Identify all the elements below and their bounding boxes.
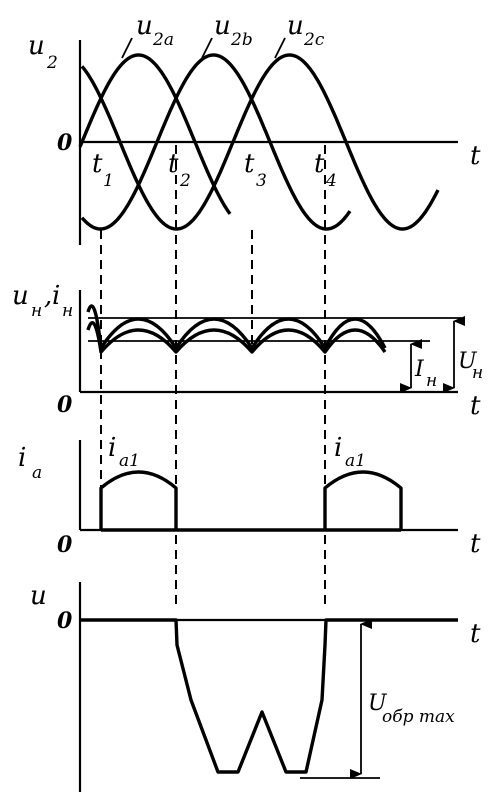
pulse2-label: i xyxy=(334,433,342,463)
panel3-y-label: i xyxy=(18,443,26,473)
panel1-t-label: t xyxy=(470,141,481,171)
projection-lines xyxy=(100,145,326,610)
time-t2-sub: 2 xyxy=(179,171,191,191)
anode-current-pulse-1 xyxy=(99,470,178,530)
phase-a-sub: 2a xyxy=(152,30,174,50)
phase-c-sub: 2c xyxy=(303,30,325,50)
panel3-t-label: t xyxy=(470,529,481,559)
time-t4-label: t xyxy=(314,149,325,179)
load-current-sub: н xyxy=(426,371,437,391)
panel2-t-label: t xyxy=(470,391,481,421)
phase-c-waveform xyxy=(80,53,440,231)
phase-c-label: u xyxy=(287,11,304,41)
phase-c-leader xyxy=(274,37,286,59)
panel2-y-label-u: u xyxy=(12,281,29,311)
panel2-y-label-i2: i xyxy=(52,281,60,311)
panel1-y-sub: 2 xyxy=(46,53,58,73)
panel1-y-label: u xyxy=(28,31,45,61)
phase-b-sub: 2b xyxy=(230,30,253,50)
panel-anode-current: i a 0 t i a1 i a1 xyxy=(18,433,481,559)
time-t2-label: t xyxy=(168,149,179,179)
load-voltage-label: U xyxy=(458,349,478,374)
panel2-y-sub-i: н xyxy=(62,301,73,321)
load-current-envelope xyxy=(86,321,387,354)
phase-a-leader xyxy=(121,37,133,59)
load-voltage-sub: н xyxy=(472,363,483,383)
panel-load-voltage-current: u н , i н 0 t I н U н xyxy=(12,281,483,421)
panel2-y-sub-u: н xyxy=(31,301,42,321)
time-t3-sub: 3 xyxy=(256,171,267,191)
load-current-label: I xyxy=(414,357,425,382)
panel1-zero-label: 0 xyxy=(57,130,73,156)
time-t1-label: t xyxy=(92,149,103,179)
phase-a-waveform xyxy=(78,53,232,215)
panel3-y-sub: a xyxy=(32,463,42,483)
reverse-voltage-waveform xyxy=(80,618,458,774)
panel2-y-label-i: , xyxy=(44,281,52,311)
time-t4-sub: 4 xyxy=(325,171,337,191)
panel2-zero-label: 0 xyxy=(57,392,73,418)
reverse-voltage-label: U xyxy=(368,691,388,716)
phase-b-label: u xyxy=(214,11,231,41)
phase-a-label: u xyxy=(136,11,153,41)
panel4-t-label: t xyxy=(470,619,481,649)
panel-secondary-voltages: u 2 0 t u 2a u 2b u 2c t 1 t 2 t 3 t 4 xyxy=(28,11,481,245)
panel3-zero-label: 0 xyxy=(57,532,73,558)
phase-b-leader xyxy=(201,37,213,59)
time-t1-sub: 1 xyxy=(103,171,114,191)
pulse1-label: i xyxy=(108,433,116,463)
panel4-zero-label: 0 xyxy=(57,608,73,634)
reverse-voltage-sub: обр max xyxy=(382,707,455,727)
anode-current-pulse-2 xyxy=(323,470,403,530)
time-t3-label: t xyxy=(244,149,255,179)
panel-reverse-voltage: u 0 t U обр max xyxy=(30,581,481,792)
pulse1-sub: a1 xyxy=(119,451,140,471)
panel4-y-label: u xyxy=(30,581,47,611)
pulse2-sub: a1 xyxy=(345,451,366,471)
phase-b-waveform xyxy=(80,53,352,231)
